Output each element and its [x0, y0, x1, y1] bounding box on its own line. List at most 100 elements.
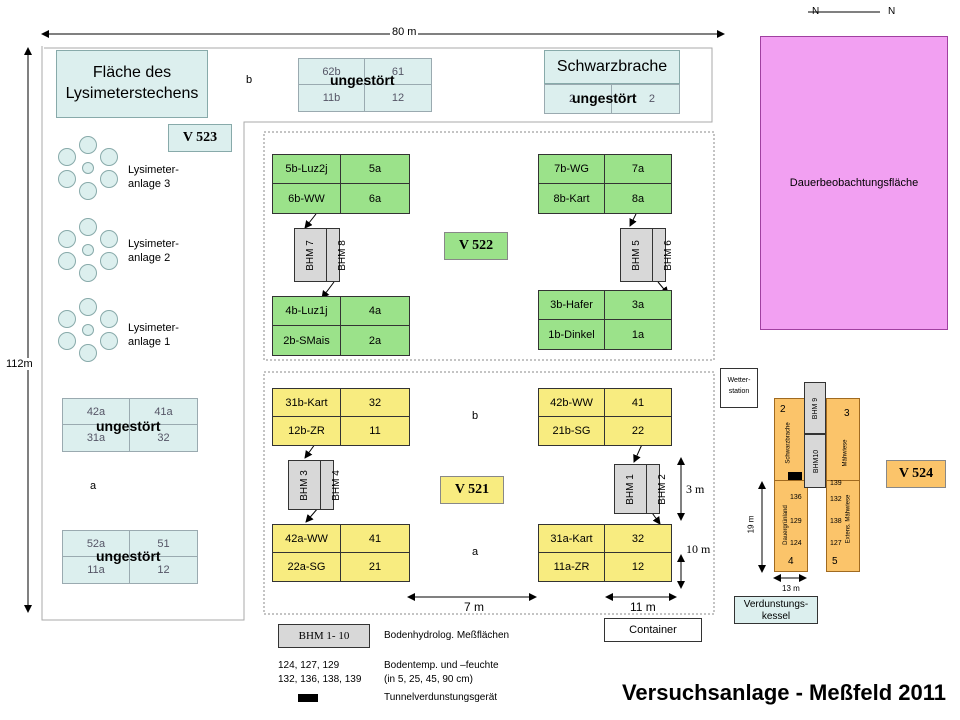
schwarzbrache-plots: 2 2: [544, 84, 680, 114]
bhm-7-8: BHM 7 BHM 8: [294, 228, 347, 282]
undisturbed-label: ungestört: [330, 72, 395, 88]
plot-cell: 11a: [63, 557, 130, 583]
undisturbed-plot-left-1: 42a 41a 31a 32: [62, 398, 198, 452]
weather-station-label-1: Wetter-: [727, 377, 751, 384]
lysimeter-excavation-area: Fläche des Lysimeterstechens: [56, 50, 208, 118]
dim-10m: 10 m: [686, 542, 711, 556]
undisturbed-label: ungestört: [96, 418, 161, 434]
letter-a-left: a: [90, 480, 97, 492]
plot-cell: 11b: [299, 85, 365, 111]
sensor-138: 138: [830, 518, 842, 525]
plot-cell: 42b-WW: [539, 389, 605, 417]
plot-cell: 2b-SMais: [273, 326, 341, 355]
legend-sensors-2: 132, 136, 138, 139: [278, 674, 362, 685]
v524-divider-left: [774, 480, 808, 481]
v524-plot-2: 2: [780, 404, 786, 415]
bhm-label: BHM 3: [298, 469, 310, 501]
weather-station-label-2: station: [728, 388, 750, 396]
bhm-10: BHM10: [804, 434, 826, 488]
v524-strip-right: [826, 398, 860, 572]
plot-cell: 8a: [631, 192, 645, 205]
undisturbed-plot-left-2: 52a 51 11a 12: [62, 530, 198, 584]
bhm-label: BHM 8: [336, 239, 348, 271]
width-dimension: 80 m: [390, 26, 419, 38]
lysimeter-group-1: [56, 298, 120, 362]
v524-label: V 524: [886, 460, 946, 488]
plot-cell: 12b-ZR: [273, 417, 341, 445]
schwarzbrache-box: Schwarzbrache: [544, 50, 680, 84]
plot-cell: 12: [631, 561, 645, 573]
undisturbed-plot-top: 62b 61 11b 12: [298, 58, 432, 112]
sensor-127: 127: [830, 540, 842, 547]
sensor-136: 136: [790, 494, 802, 501]
plot-cell: 12: [157, 564, 170, 576]
plot-cell: 52a: [63, 531, 130, 557]
plot-cell: 41: [341, 525, 409, 553]
plot-block-7-8: 7b-WG 7a 8b-Kart 8a: [538, 154, 672, 214]
plot-cell: 5a: [341, 155, 409, 184]
bhm-label: BHM 2: [656, 473, 668, 505]
lysimeter-label-3a: Lysimeter-: [128, 164, 179, 176]
plot-cell: 4a: [341, 297, 409, 326]
legend-bhm-description: Bodenhydrolog. Meßflächen: [384, 630, 510, 641]
legend-sensors-1: 124, 127, 129: [278, 660, 340, 671]
bhm-5-6: BHM 5 BHM 6: [620, 228, 673, 282]
lysimeter-group-2: [56, 218, 120, 282]
plot-cell: 62b: [299, 59, 365, 85]
north-label-left: N: [812, 6, 820, 17]
plot-block-4-2: 4b-Luz1j 4a 2b-SMais 2a: [272, 296, 410, 356]
dim-11m: 11 m: [630, 600, 656, 614]
lysimeter-label-2b: anlage 2: [128, 252, 171, 264]
bhm-label: BHM 5: [630, 239, 642, 271]
plot-cell: 31a: [63, 425, 130, 451]
plot-cell: 32: [605, 525, 671, 553]
plot-cell: 6b-WW: [273, 184, 341, 213]
v524-plot-3: 3: [844, 408, 850, 419]
v522-label: V 522: [444, 232, 508, 260]
permanent-observation-area: Dauerbeobachtungsfläche: [760, 36, 948, 330]
v521-label: V 521: [440, 476, 504, 504]
plot-cell: 12: [391, 92, 405, 104]
v524-plot-4: 4: [788, 556, 794, 567]
plot-cell: 32: [341, 389, 409, 417]
plot-cell: 7a: [605, 155, 671, 184]
plot-cell: 3b-Hafer: [539, 291, 605, 320]
container-box: Container: [604, 618, 702, 642]
legend-bhm-swatch: BHM 1- 10: [278, 624, 370, 648]
plot-block-3-1: 3b-Hafer 3a 1b-Dinkel 1a: [538, 290, 672, 350]
page-title: Versuchsanlage - Meßfeld 2011: [621, 680, 946, 705]
plot-cell: 1b-Dinkel: [539, 320, 605, 349]
bhm-3-4: BHM 3 BHM 4: [288, 460, 341, 510]
plot-cell: 8b-Kart: [539, 184, 605, 213]
plot-block-31a-11a: 31a-Kart 32 11a-ZR 12: [538, 524, 672, 582]
letter-b-mid: b: [472, 410, 479, 422]
lysimeter-label-3b: anlage 3: [128, 178, 171, 190]
v524-schwarzbrache: Schwarzbrache: [785, 422, 792, 464]
legend-soil-temp: Bodentemp. und –feuchte: [384, 660, 499, 671]
plot-block-5-6: 5b-Luz2j 5a 6b-WW 6a: [272, 154, 410, 214]
plot-cell: 22a-SG: [273, 553, 341, 581]
plot-block-31b-12b: 31b-Kart 32 12b-ZR 11: [272, 388, 410, 446]
plot-cell: 21b-SG: [539, 417, 605, 445]
lysimeter-label-1a: Lysimeter-: [128, 322, 179, 334]
plot-cell: 51: [130, 531, 197, 557]
plot-cell: 41a: [130, 399, 197, 425]
plot-cell: 32: [157, 432, 170, 444]
bhm-1-2: BHM 1 BHM 2: [614, 464, 667, 514]
bhm-label: BHM 6: [662, 239, 674, 271]
sensor-139: 139: [830, 480, 842, 487]
sensor-124: 124: [790, 540, 802, 547]
v524-divider-right: [826, 480, 860, 481]
plot-cell: 11a-ZR: [539, 553, 605, 581]
lysimeter-label-1b: anlage 1: [128, 336, 171, 348]
letter-a-mid: a: [472, 546, 479, 558]
bhm-label: BHM 1: [624, 473, 636, 505]
letter-b-top: b: [246, 74, 253, 86]
v524-dauergruenland: Dauergrünland: [782, 505, 789, 545]
plot-cell: 2a: [368, 334, 382, 347]
evaporation-pan: Verdunstungs-kessel: [734, 596, 818, 624]
dim-3m: 3 m: [686, 482, 705, 496]
plot-cell: 42a: [63, 399, 130, 425]
bhm-9: BHM 9: [804, 382, 826, 434]
